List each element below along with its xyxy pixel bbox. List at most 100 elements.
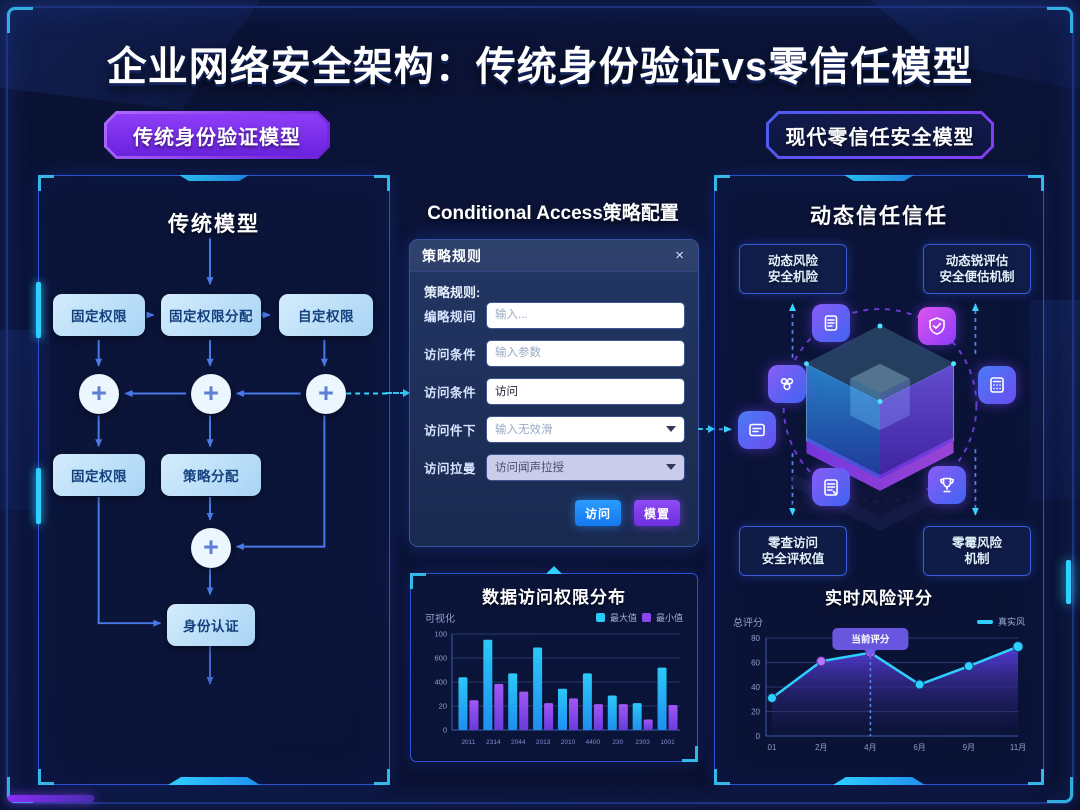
checklist-icon xyxy=(812,468,850,506)
bar-chart-title: 数据访问权限分布 xyxy=(482,588,626,607)
page-title: 企业网络安全架构：传统身份验证vs零信任模型 xyxy=(106,45,974,89)
plus-node-icon: + xyxy=(79,374,119,414)
bar xyxy=(533,647,543,730)
frame-corner-icon xyxy=(1047,7,1073,33)
bar xyxy=(558,688,567,730)
access-condition-input-2[interactable] xyxy=(487,378,684,404)
bar xyxy=(607,695,617,730)
svg-text:9月: 9月 xyxy=(963,743,975,752)
bar xyxy=(544,703,554,730)
form-row: 编略规间 xyxy=(424,302,684,328)
flow-node-fixed-perm-assign: 固定权限分配 xyxy=(161,294,261,336)
users-icon xyxy=(768,365,806,403)
panel-tab xyxy=(833,777,925,785)
bar xyxy=(668,705,678,730)
bar xyxy=(632,703,642,730)
svg-text:2月: 2月 xyxy=(815,743,827,752)
panel-edge-bar xyxy=(36,468,41,524)
svg-text:2013: 2013 xyxy=(536,739,551,746)
bar xyxy=(618,704,628,730)
svg-text:6月: 6月 xyxy=(913,743,925,752)
plus-node-icon: + xyxy=(191,528,231,568)
access-condition-input-1[interactable] xyxy=(487,340,684,366)
traditional-panel-title: 传统模型 xyxy=(168,213,260,236)
line-chart-title: 实时风险评分 xyxy=(825,589,933,608)
zerotrust-panel: 动态信任信任 xyxy=(714,175,1044,785)
bar xyxy=(569,698,578,730)
close-icon[interactable]: × xyxy=(675,247,684,264)
bar xyxy=(593,704,603,730)
svg-text:当前评分: 当前评分 xyxy=(851,634,890,646)
panel-corner xyxy=(714,769,730,785)
conditional-access-title: Conditional Access策略配置 xyxy=(427,203,679,224)
bar xyxy=(582,673,592,730)
svg-text:4400: 4400 xyxy=(586,739,601,746)
zt-box-zero-access: 零查访问 安全评权值 xyxy=(739,526,847,576)
form-row: 访问拉曼 访问闻声拉授 xyxy=(424,454,684,480)
zt-box-line: 安全便估机制 xyxy=(939,270,1015,284)
zt-box-line: 动态风险 xyxy=(767,253,818,268)
panel-corner xyxy=(38,175,54,191)
field-label: 访问条件 xyxy=(424,385,477,400)
svg-text:100: 100 xyxy=(434,630,447,639)
access-dropdown-2[interactable]: 访问闻声拉授 xyxy=(487,454,684,480)
svg-text:400: 400 xyxy=(434,678,447,687)
access-button[interactable]: 访问 xyxy=(574,500,621,526)
panel-tab xyxy=(179,175,249,181)
panel-tab xyxy=(168,777,260,785)
model-button[interactable]: 模置 xyxy=(633,500,680,526)
zt-box-dynamic-risk: 动态风险 安全机险 xyxy=(739,244,847,294)
panel-pointer-icon xyxy=(546,566,562,574)
bar xyxy=(469,700,479,730)
bar xyxy=(483,639,493,730)
panel-corner xyxy=(374,769,390,785)
zt-box-line: 机制 xyxy=(964,552,990,566)
zt-box-zero-risk: 零霉风险 机制 xyxy=(923,526,1031,576)
bar xyxy=(458,677,468,730)
zt-box-line: 零查访问 xyxy=(767,535,818,550)
bar-chart-legend: 最大值 最小值 xyxy=(595,611,683,624)
svg-text:0: 0 xyxy=(756,732,761,741)
dropdown-placeholder: 输入无效滑 xyxy=(495,424,553,436)
bar xyxy=(494,683,504,730)
field-label: 编略规间 xyxy=(424,309,477,324)
legend-label: 最大值 xyxy=(609,613,637,623)
legend-label: 最小值 xyxy=(655,613,683,623)
modal-buttons: 访问 模置 xyxy=(574,500,680,526)
legend-label: 真实风 xyxy=(997,617,1025,627)
field-label: 访问拉曼 xyxy=(424,461,477,476)
bar-chart-legend-row: 可视化 最大值 最小值 xyxy=(425,610,683,625)
flow-node-fixed-perms-1: 固定权限 xyxy=(53,294,145,336)
panel-corner xyxy=(714,175,730,191)
panel-tab xyxy=(844,175,914,181)
svg-text:0: 0 xyxy=(443,726,447,735)
flow-node-policy-assign: 策略分配 xyxy=(161,454,261,496)
flow-connector-modal-to-right xyxy=(698,425,715,433)
svg-text:20: 20 xyxy=(751,707,760,716)
line-chart-legend-row: 总评分 真实风 xyxy=(733,614,1025,629)
plus-node-icon: + xyxy=(191,374,231,414)
bar xyxy=(508,673,518,730)
zt-box-dynamic-eval: 动态锐评估 安全便估机制 xyxy=(923,244,1031,294)
zerotrust-panel-title: 动态信任信任 xyxy=(810,205,948,228)
legend-dash-icon xyxy=(976,619,993,624)
dropdown-value: 访问闻声拉授 xyxy=(495,462,564,474)
access-dropdown-1[interactable]: 输入无效滑 xyxy=(487,416,684,442)
zt-box-line: 安全评权值 xyxy=(761,552,825,566)
frame-corner-icon xyxy=(1047,777,1073,803)
form-row: 访问件下 输入无效滑 xyxy=(424,416,684,442)
svg-text:2011: 2011 xyxy=(461,739,475,746)
zt-box-line: 动态锐评估 xyxy=(945,253,1009,268)
plus-node-icon: + xyxy=(306,374,346,414)
policy-name-input[interactable] xyxy=(487,302,684,328)
svg-text:60: 60 xyxy=(751,658,760,667)
panel-edge-bar xyxy=(36,282,41,338)
accent-bar-purple xyxy=(8,795,94,802)
document-icon xyxy=(812,304,850,342)
panel-corner xyxy=(374,175,390,191)
line-chart-legend: 真实风 xyxy=(976,615,1025,628)
badge-zerotrust-label: 现代零信任安全模型 xyxy=(785,126,975,149)
shield-check-icon xyxy=(918,307,956,345)
